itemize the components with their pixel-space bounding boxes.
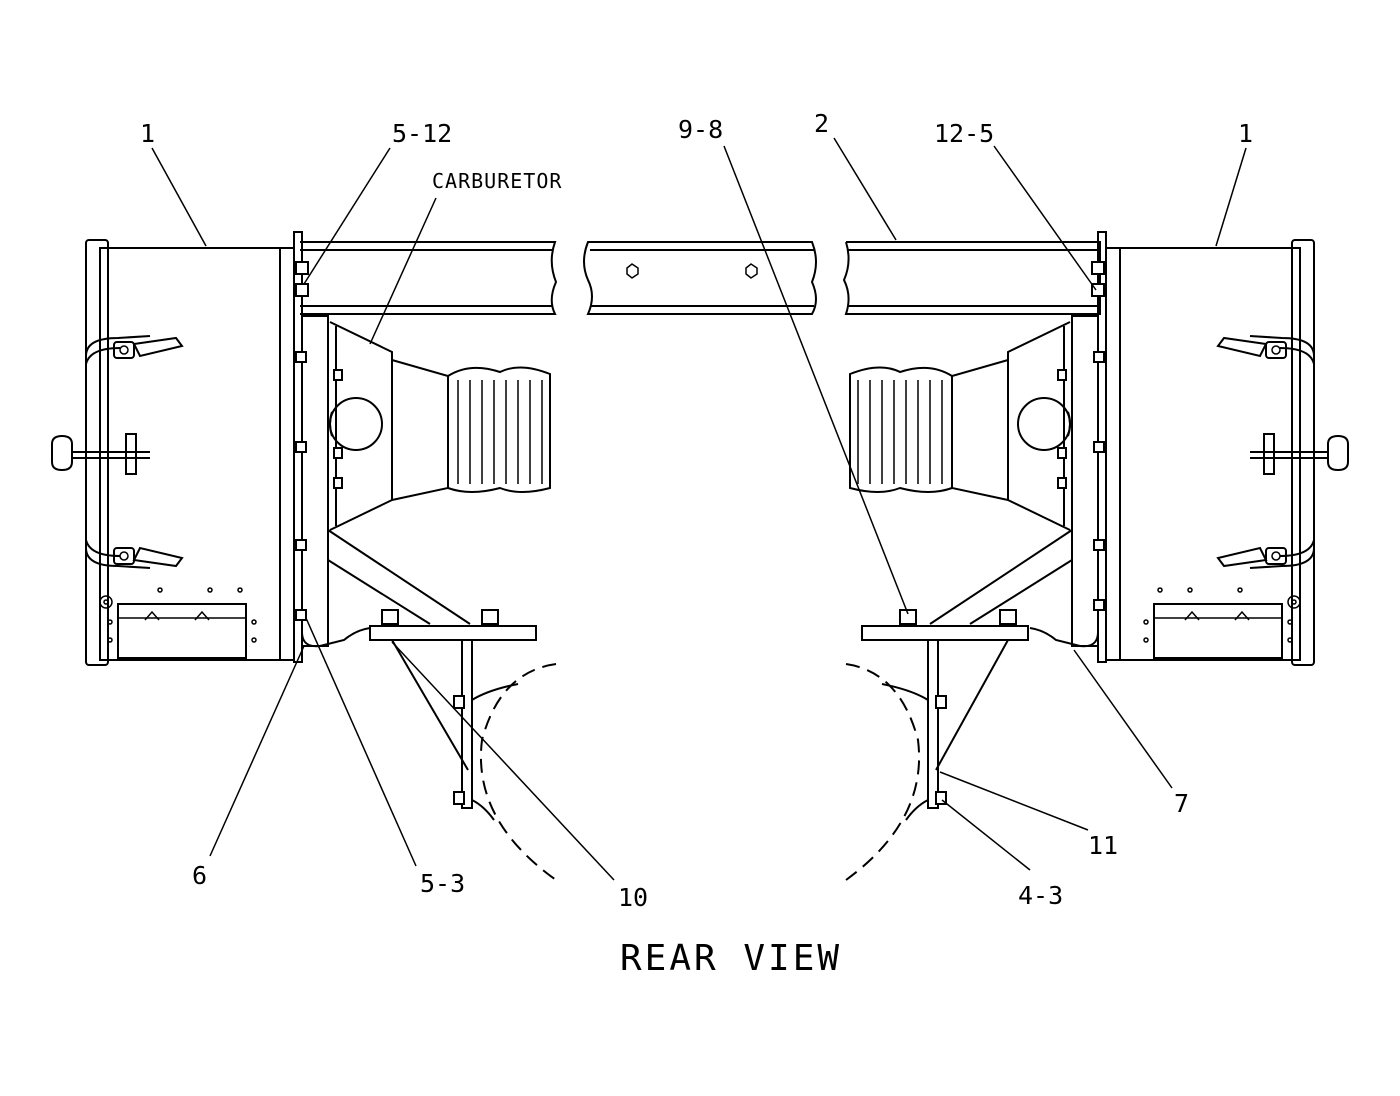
callout-right-top-bolt: 12-5 xyxy=(934,119,994,148)
callout-frame-bar: 2 xyxy=(814,109,829,138)
callout-labels: 1 5-12 CARBURETOR 9-8 2 12-5 1 6 5-3 10 … xyxy=(140,109,1253,979)
callout-left-box: 1 xyxy=(140,119,155,148)
callout-right-brace: 11 xyxy=(1088,831,1118,860)
callout-right-lower-bolt: 4-3 xyxy=(1018,881,1063,910)
view-title: REAR VIEW xyxy=(620,938,842,979)
callout-right-box: 1 xyxy=(1238,119,1253,148)
leader-lines xyxy=(151,137,1247,881)
left-box xyxy=(51,231,303,666)
callout-left-lower-bolt: 5-3 xyxy=(420,869,465,898)
right-mount xyxy=(845,261,1105,881)
callout-right-strap: 7 xyxy=(1174,789,1189,818)
callout-left-brace: 10 xyxy=(618,883,648,912)
callout-left-top-bolt: 5-12 xyxy=(392,119,452,148)
callout-left-strap: 6 xyxy=(192,861,207,890)
left-mount xyxy=(295,261,557,881)
carburetor-note: CARBURETOR xyxy=(432,169,562,193)
frame-bar xyxy=(300,241,1101,315)
callout-top-bolt-center: 9-8 xyxy=(678,115,723,144)
right-box xyxy=(1097,231,1349,666)
